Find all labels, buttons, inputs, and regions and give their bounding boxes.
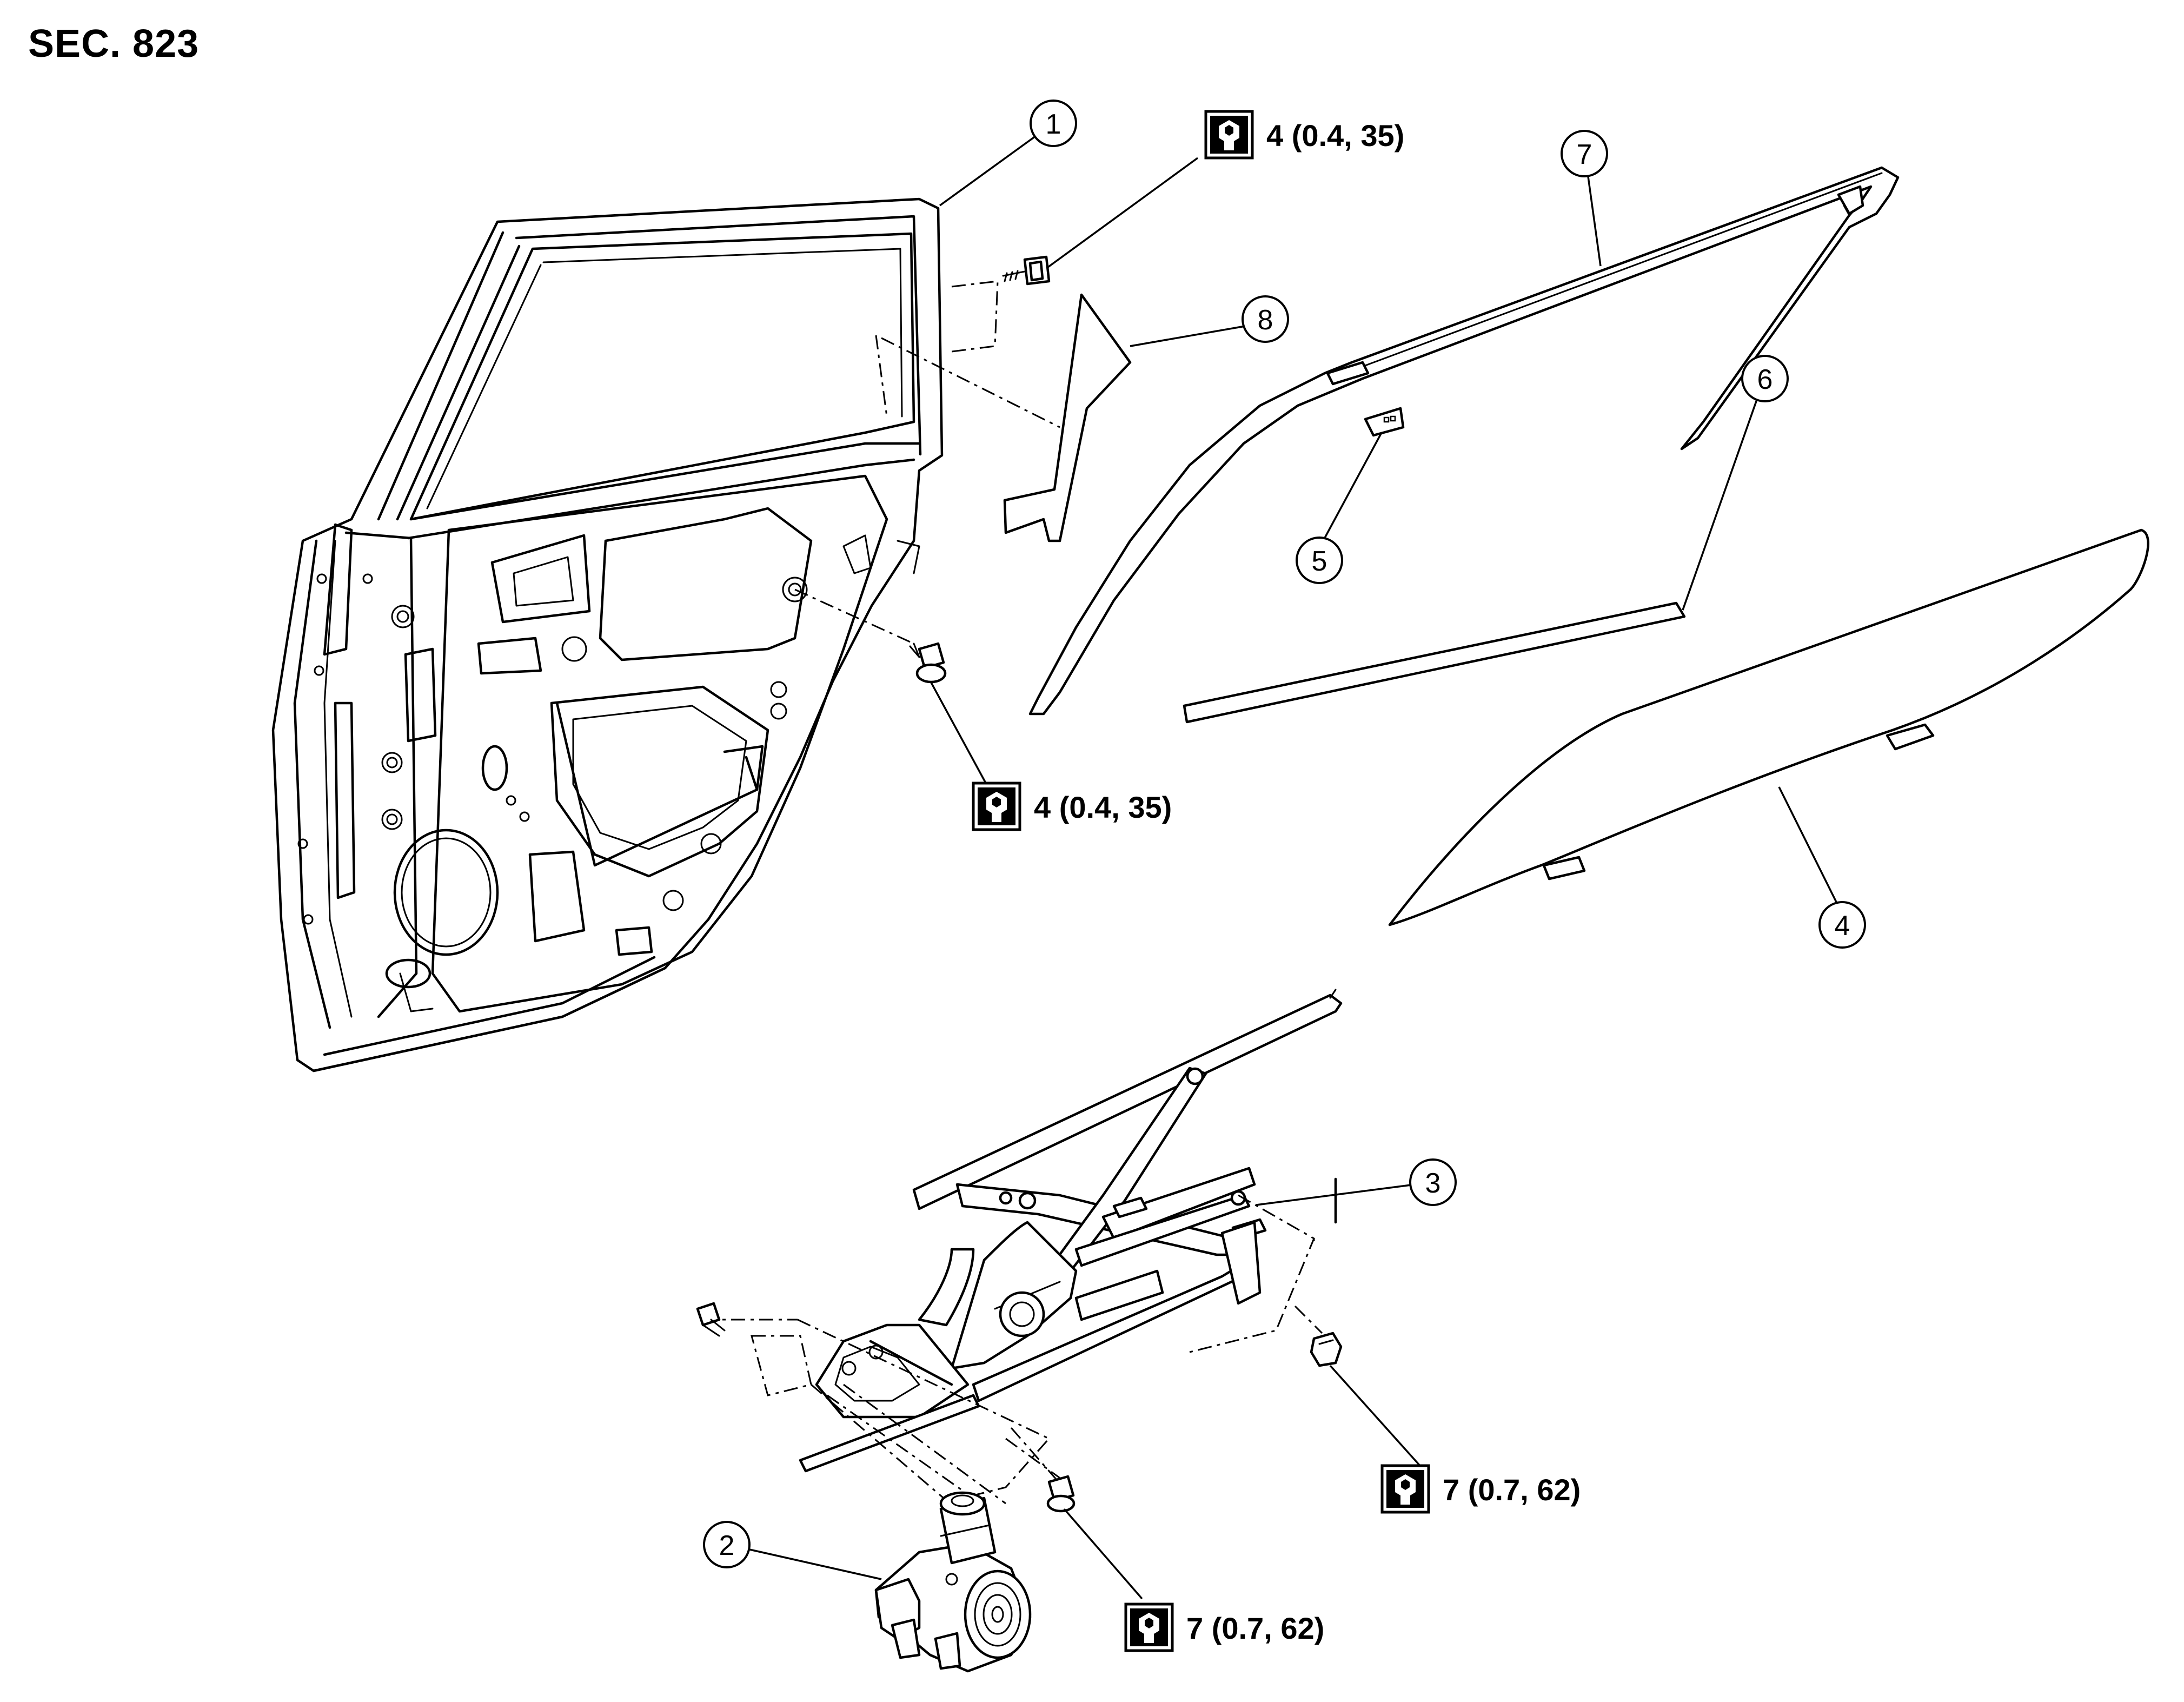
torque-wrench-icon: [1206, 111, 1252, 158]
callout-7-label: 7: [1577, 139, 1592, 170]
window-regulator: [799, 989, 1343, 1473]
torque-spec-bottom-text: 7 (0.7, 62): [1186, 1611, 1324, 1645]
callout-1-label: 1: [1046, 109, 1061, 140]
section-label: SEC. 823: [28, 22, 200, 65]
glass-run-rubber: [1028, 166, 1900, 716]
callout-2: 2: [703, 1521, 751, 1568]
callout-5: 5: [1296, 537, 1343, 584]
callout-7: 7: [1561, 130, 1608, 177]
regulator-nut: [1310, 1332, 1343, 1367]
torque-wrench-icon: [1126, 1604, 1172, 1651]
door-guide-lines: [794, 280, 1060, 645]
callout-4: 4: [1818, 901, 1866, 949]
callout-2-label: 2: [719, 1530, 735, 1561]
torque-spec-nut-text: 7 (0.7, 62): [1443, 1473, 1581, 1507]
torque-spec-upper-text: 4 (0.4, 35): [1266, 118, 1404, 153]
torque-spec-middle-text: 4 (0.4, 35): [1034, 790, 1172, 824]
torque-spec-upper: 4 (0.4, 35): [1206, 111, 1404, 158]
callout-8: 8: [1242, 295, 1289, 343]
upper-bolt: [1002, 255, 1051, 286]
middle-bolt: [909, 642, 947, 684]
sash-bracket: [1003, 293, 1132, 542]
callout-3: 3: [1409, 1158, 1457, 1206]
regulator-bolt-bottom: [1046, 1475, 1076, 1513]
rear-door-panel: [271, 197, 944, 1072]
torque-spec-bottom: 7 (0.7, 62): [1126, 1604, 1324, 1651]
callout-6: 6: [1741, 355, 1789, 402]
callout-3-label: 3: [1425, 1168, 1441, 1199]
regulator-motor: [874, 1491, 1032, 1673]
callout-5-label: 5: [1312, 546, 1327, 577]
torque-spec-middle: 4 (0.4, 35): [973, 783, 1172, 830]
outside-molding: [1183, 601, 1686, 724]
torque-wrench-icon: [1382, 1466, 1429, 1512]
regulator-bolt-left: [696, 1302, 726, 1337]
callout-4-label: 4: [1835, 910, 1850, 942]
callout-1: 1: [1030, 100, 1077, 147]
door-glass: [1388, 528, 2149, 926]
callout-8-label: 8: [1258, 304, 1273, 336]
torque-spec-nut: 7 (0.7, 62): [1382, 1466, 1581, 1512]
torque-wrench-icon: [973, 783, 1020, 830]
callout-6-label: 6: [1757, 364, 1773, 395]
glass-clip: [1364, 407, 1405, 437]
